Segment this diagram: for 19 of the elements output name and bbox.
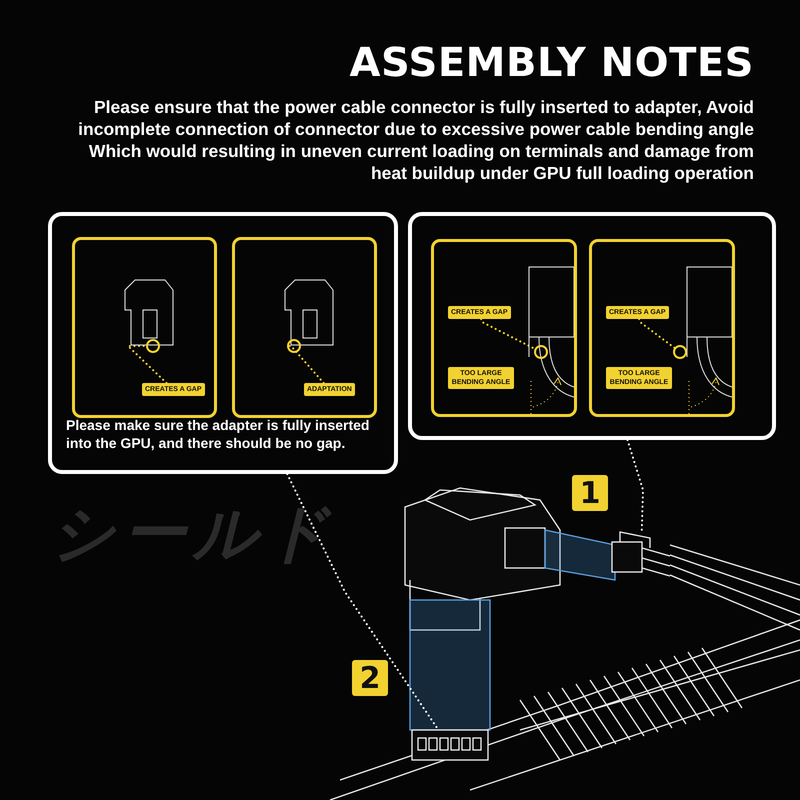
note-panel xyxy=(48,212,398,474)
leader-line xyxy=(638,318,676,349)
highlight-circle xyxy=(146,339,160,353)
intro-paragraph: Please ensure that the power cable connector is fully inserted to adapter, Avoid incomplete connection of connector due to excessive power cable bending angle Which would resulting in uneven current loading on terminals and damage from heat buildup under GPU full loading operation xyxy=(77,96,754,184)
image-frame xyxy=(72,237,217,418)
leader-line xyxy=(286,473,438,729)
panel-note: Please make sure the adapter is fully inserted into the GPU, and there should be no gap. xyxy=(66,416,370,452)
highlight-circle xyxy=(673,345,687,359)
step-badge: 1 xyxy=(572,475,608,511)
step-badge: 2 xyxy=(352,660,388,696)
image-frame xyxy=(589,239,735,417)
image-frame xyxy=(408,212,776,440)
highlight-circle xyxy=(287,339,301,353)
leader-line xyxy=(626,439,644,531)
image-frame xyxy=(232,237,377,418)
leader-line xyxy=(480,318,536,350)
highlight-circle xyxy=(534,345,548,359)
image-frame xyxy=(431,239,577,417)
title: ASSEMBLY NOTES xyxy=(350,40,754,86)
